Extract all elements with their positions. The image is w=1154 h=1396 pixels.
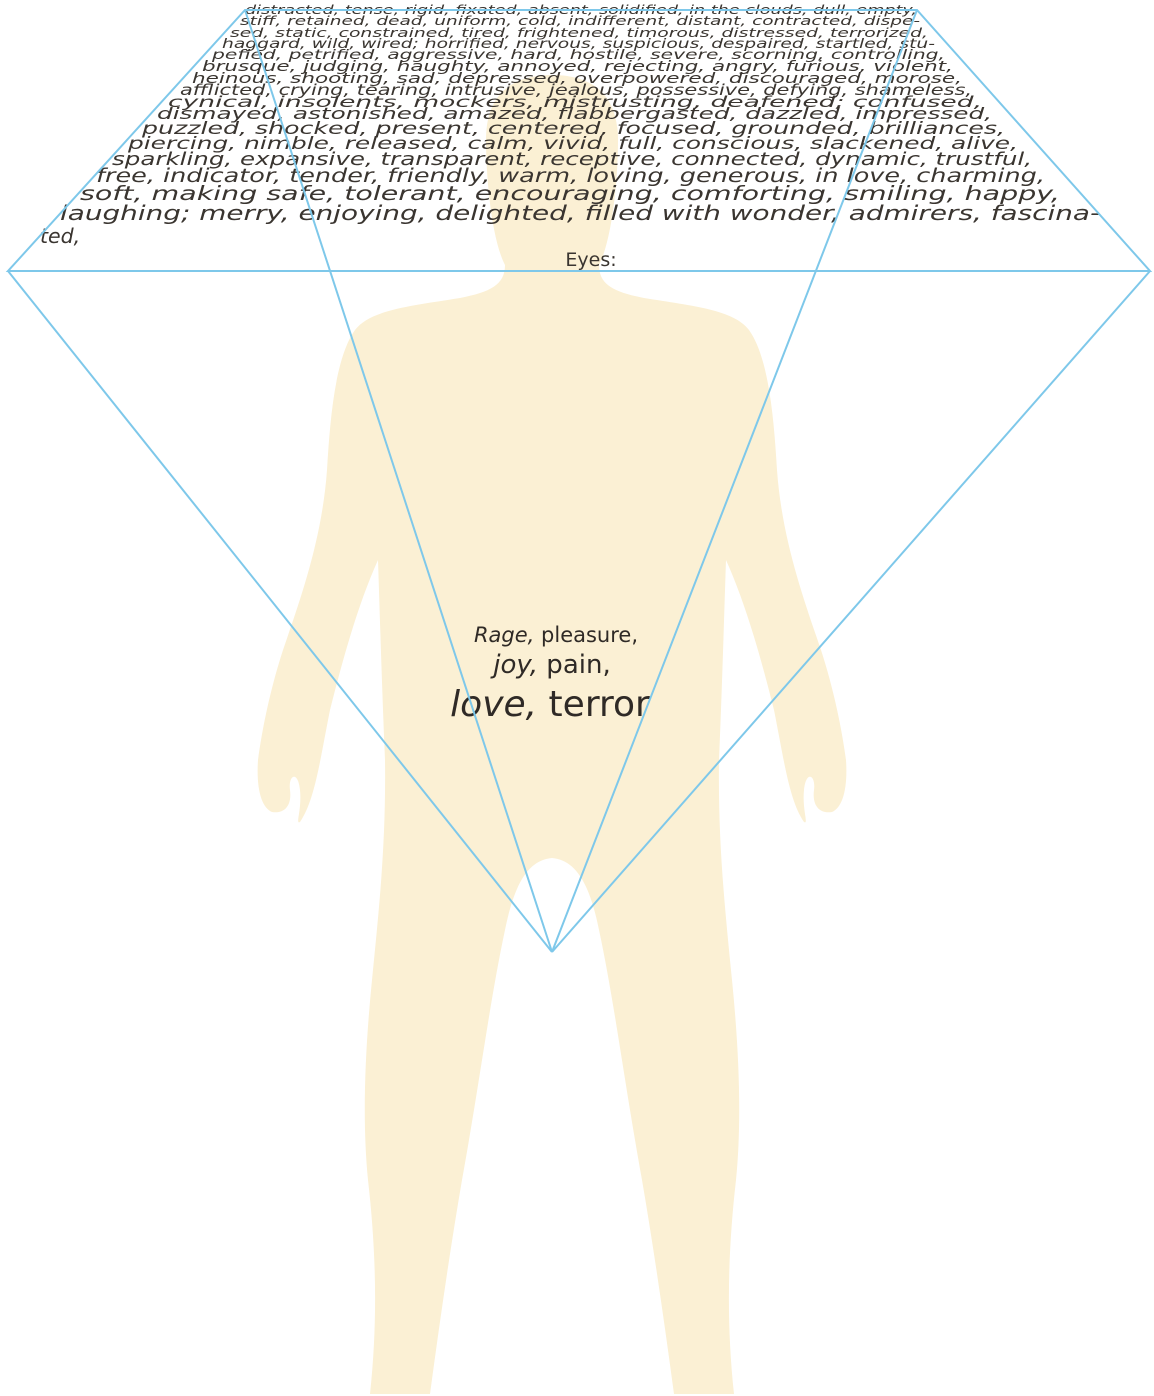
eyes-word-line: ted, (40, 224, 80, 248)
eyes-word-block: distracted, tense, rigid, fixated, absen… (40, 3, 1100, 248)
center-line-2-italic: joy, (490, 650, 538, 680)
center-line-1: Rage, pleasure, (474, 623, 638, 647)
center-line-1-rest: pleasure, (534, 623, 638, 647)
body-silhouette (258, 75, 847, 1394)
center-line-2: joy, pain, (490, 650, 610, 680)
eyes-word-line: laughing; merry, enjoying, delighted, fi… (60, 201, 1100, 225)
center-line-2-rest: pain, (538, 650, 611, 680)
center-line-1-italic: Rage, (474, 623, 534, 647)
center-line-3: love, terror (450, 684, 650, 725)
center-line-3-italic: love, (450, 684, 537, 725)
center-line-3-rest: terror (537, 684, 650, 725)
eyes-label: Eyes: (565, 249, 616, 271)
